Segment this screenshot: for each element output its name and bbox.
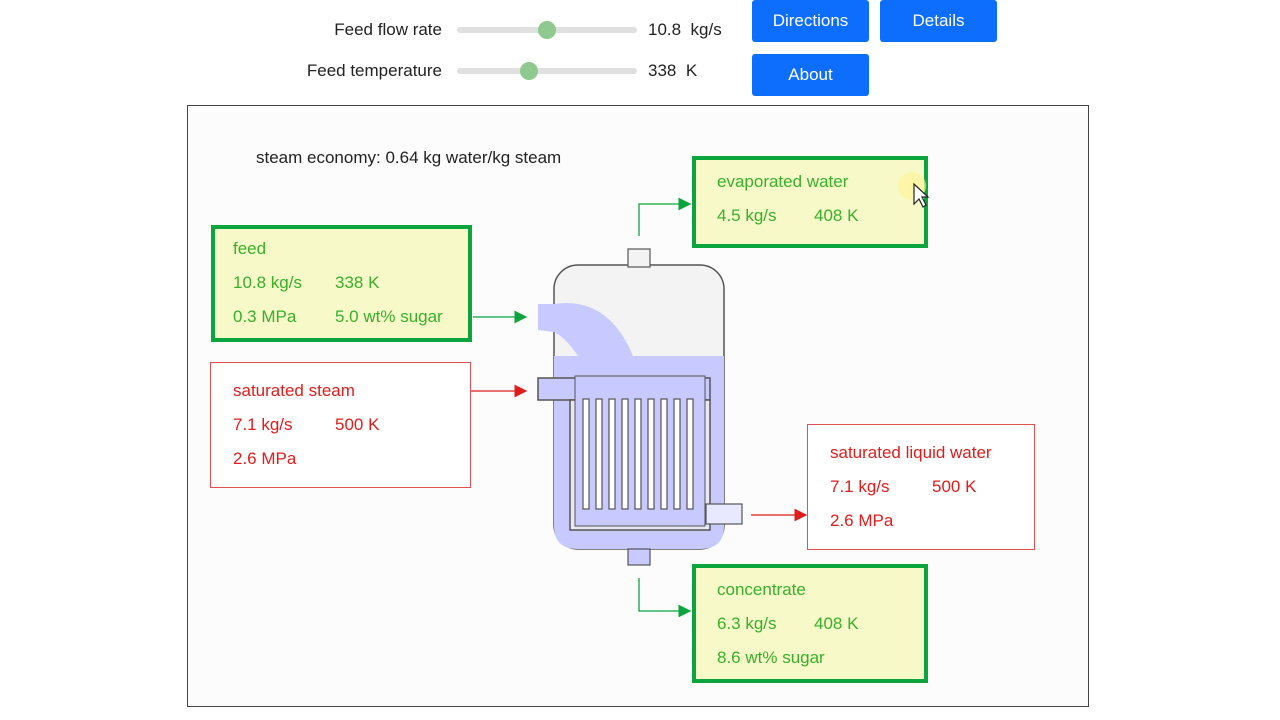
vapor-nozzle [627, 248, 651, 268]
vapor-arrow [638, 197, 692, 236]
concentrate-flow: 6.3 kg/s [717, 614, 777, 633]
condensate-outlet [705, 503, 743, 525]
concentrate-title: concentrate [717, 580, 806, 599]
feed-temp: 338 K [335, 273, 380, 292]
steam-flow: 7.1 kg/s [233, 415, 293, 434]
feed-flow: 10.8 kg/s [233, 273, 302, 292]
feed-flow-label: Feed flow rate [334, 20, 442, 39]
mouse-cursor-icon [898, 172, 930, 208]
feed-flow-slider-thumb[interactable] [538, 21, 556, 39]
concentrate-box: concentrate 6.3 kg/s 408 K 8.6 wt% sugar [692, 564, 928, 683]
tubes [582, 398, 694, 510]
steam-economy-text: steam economy: 0.64 kg water/kg steam [256, 148, 562, 167]
feed-pressure: 0.3 MPa [233, 307, 297, 326]
concentrate-concentration: 8.6 wt% sugar [717, 648, 825, 667]
liquid-water-box: saturated liquid water 7.1 kg/s 500 K 2.… [807, 424, 1035, 550]
feed-temp-value: 338 K [648, 61, 697, 81]
steam-pressure: 2.6 MPa [233, 449, 297, 468]
liquid-title: saturated liquid water [830, 443, 992, 462]
liquid-temp: 500 K [932, 477, 977, 496]
steam-temp: 500 K [335, 415, 380, 434]
feed-flow-number: 10.8 [648, 20, 682, 39]
feed-inlet-pipe [538, 303, 633, 356]
feed-flow-value: 10.8 kg/s [648, 20, 722, 40]
evaporated-temp: 408 K [814, 206, 859, 225]
feed-flow-slider[interactable] [457, 21, 637, 39]
steam-title: saturated steam [233, 381, 355, 400]
concentrate-arrow [638, 578, 692, 618]
evaporated-water-box: evaporated water 4.5 kg/s 408 K [692, 156, 928, 248]
evaporator-diagram: steam economy: 0.64 kg water/kg steam [187, 105, 1089, 707]
evaporated-title: evaporated water [717, 172, 849, 191]
feed-temp-slider-thumb[interactable] [520, 62, 538, 80]
about-button[interactable]: About [752, 54, 869, 96]
feed-temp-unit: K [685, 61, 698, 80]
bottom-nozzle [627, 548, 651, 566]
feed-title: feed [233, 239, 267, 258]
directions-button[interactable]: Directions [752, 0, 869, 42]
liquid-pressure: 2.6 MPa [830, 511, 894, 530]
feed-temp-slider[interactable] [457, 62, 637, 80]
feed-temp-number: 338 [648, 61, 677, 80]
evaporator-svg [471, 197, 808, 618]
feed-temp-label: Feed temperature [306, 61, 442, 80]
liquid-flow: 7.1 kg/s [830, 477, 890, 496]
feed-box: feed 10.8 kg/s 338 K 0.3 MPa 5.0 wt% sug… [211, 225, 472, 342]
concentrate-temp: 408 K [814, 614, 859, 633]
steam-box: saturated steam 7.1 kg/s 500 K 2.6 MPa [210, 362, 471, 488]
evaporated-flow: 4.5 kg/s [717, 206, 777, 225]
feed-flow-unit: kg/s [690, 20, 722, 39]
feed-concentration: 5.0 wt% sugar [335, 307, 443, 326]
details-button[interactable]: Details [880, 0, 997, 42]
